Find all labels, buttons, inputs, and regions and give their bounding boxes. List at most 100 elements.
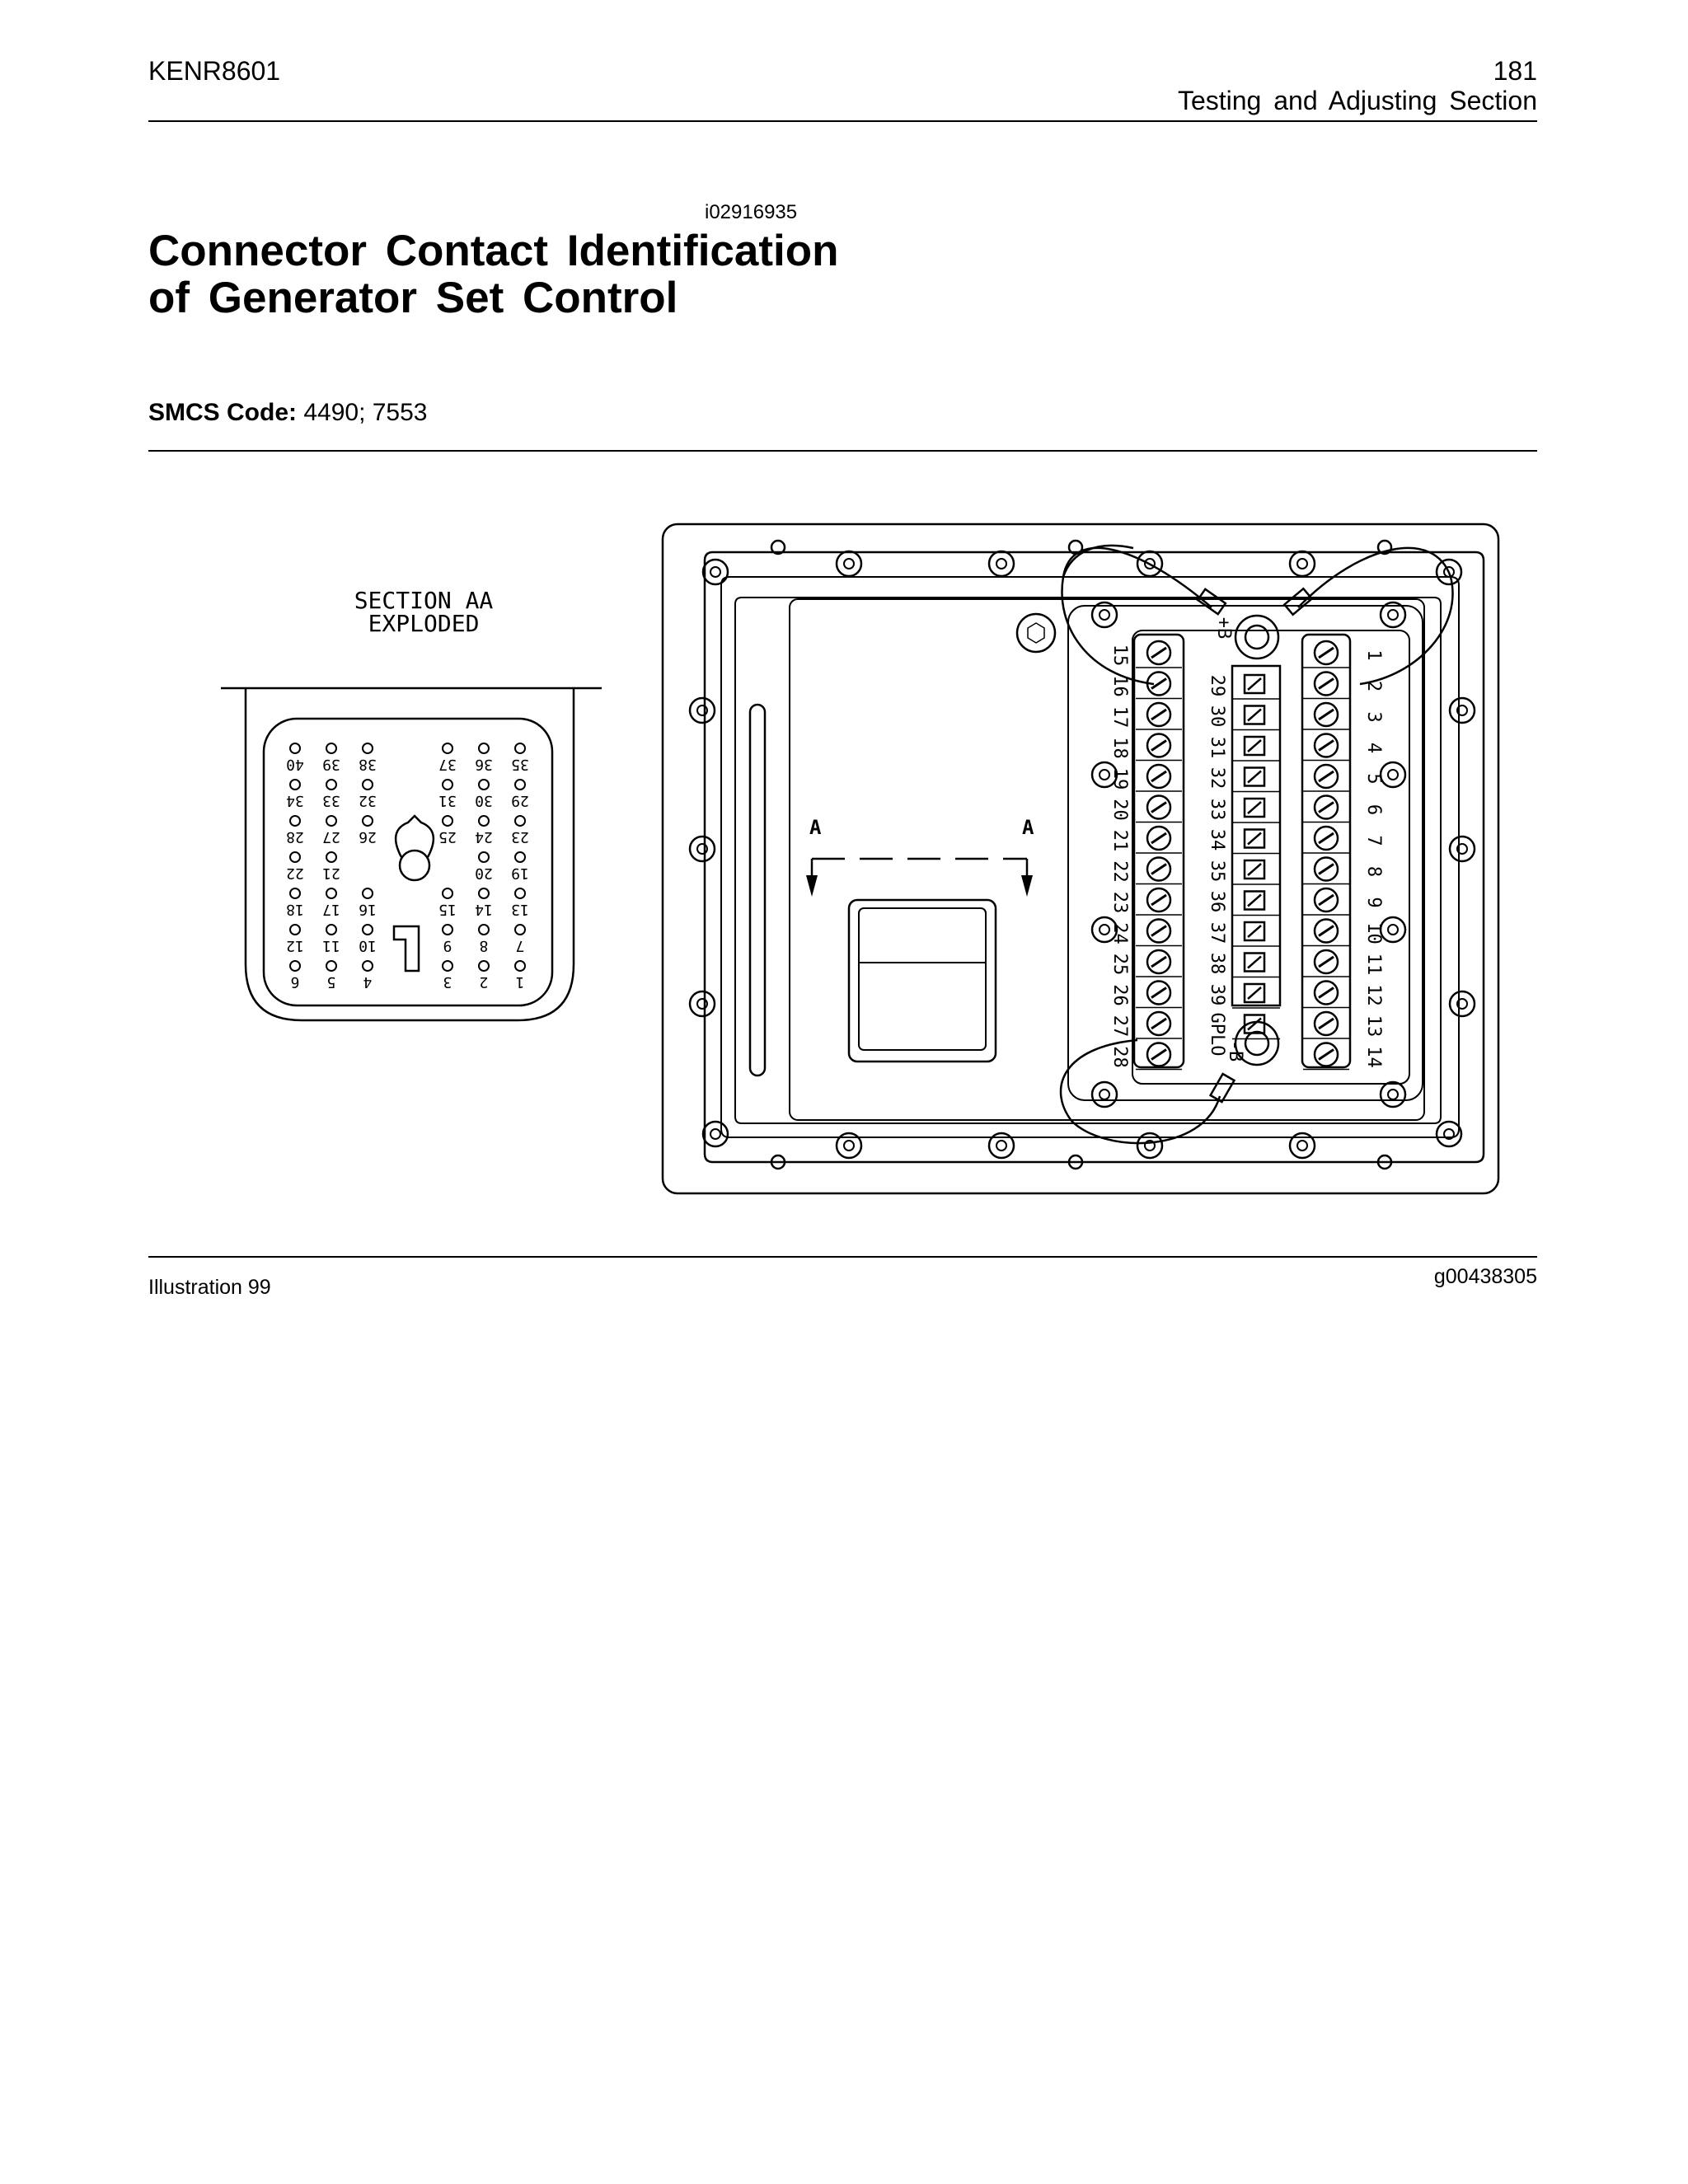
pin-hole [514,815,526,827]
terminal-label-right: 4 [1363,743,1384,753]
positive-stud [1234,614,1280,660]
terminal-contact [1243,859,1266,880]
pin-hole [362,888,373,899]
mount-hole [770,539,786,555]
terminal-label-left: 23 [1109,892,1130,914]
pin-hole [514,924,526,935]
section-sublabel: EXPLODED [368,610,480,637]
pin-hole [514,960,526,972]
terminal-label-right: 6 [1363,804,1384,815]
bolt [1136,550,1164,578]
pin-hole [289,888,301,899]
bolt [1090,601,1118,629]
header-rule [148,120,1537,122]
bolt [688,835,716,863]
bolt [835,1132,863,1160]
pin-hole [326,888,337,899]
pin-label: 34 [286,792,304,809]
mount-hole [1067,1154,1084,1170]
bolt [1090,916,1118,944]
terminal-label-left: 26 [1109,984,1130,1006]
pin-hole [289,960,301,972]
section-label: SECTION AA [354,587,494,614]
terminal-label-left: 25 [1109,954,1130,976]
pin-label: 5 [327,973,336,991]
pin-label: 31 [438,792,457,809]
terminal-screw [1146,701,1172,728]
smcs-label: SMCS Code: [148,399,297,426]
terminal-screw [1146,825,1172,851]
terminal-contact [1243,766,1266,787]
terminal-label-right: 8 [1363,866,1384,877]
terminal-screw [1313,825,1339,851]
terminal-screw [1146,856,1172,882]
pin-label: 27 [322,828,340,846]
pin-label: 10 [359,937,377,954]
pin-hole [326,960,337,972]
terminal-label-left: 27 [1109,1015,1130,1038]
pin-hole [442,924,453,935]
terminal-contact [1243,921,1266,942]
pin-label: 23 [511,828,529,846]
pin-label: 16 [359,901,377,918]
pin-label: 21 [322,865,340,882]
pin-hole [326,779,337,790]
terminal-screw [1313,980,1339,1005]
terminal-screw [1146,1042,1172,1067]
terminal-label-right: 3 [1363,711,1384,722]
terminal-label-middle: 36 [1207,891,1227,913]
page-number: 181 [1493,56,1537,86]
terminal-screw [1146,1010,1172,1037]
pin-label: 17 [322,901,340,918]
terminal-label-middle: 35 [1207,860,1227,883]
terminal-screw [1313,794,1339,820]
pin-hole [514,779,526,790]
pin-label: 40 [286,756,304,773]
pin-hole [362,779,373,790]
pin-label: 19 [511,865,529,882]
terminal-contact [1243,797,1266,818]
terminal-block-middle [1231,664,1282,1007]
pin-hole [514,851,526,863]
terminal-label-right: 12 [1363,984,1384,1006]
terminal-screw [1313,701,1339,728]
terminal-contact [1243,890,1266,911]
pin-hole [514,743,526,754]
bolt [1379,601,1407,629]
pin-hole [289,779,301,790]
terminal-label-middle: 31 [1207,737,1227,759]
pin-hole [442,815,453,827]
pin-hole [289,924,301,935]
pin-label: 11 [322,937,340,954]
terminal-label-right: 7 [1363,835,1384,846]
terminal-screw [1146,733,1172,758]
terminal-screw [1146,887,1172,913]
jumper-wire [1297,546,1454,686]
terminal-screw [1313,949,1339,975]
graphic-id: g00438305 [1433,1265,1537,1288]
pin-label: 1 [516,973,525,991]
connector-key [394,814,435,858]
pin-hole [326,815,337,827]
bolt [688,990,716,1018]
cut-label-right: A [1022,816,1034,839]
terminal-label-middle: 37 [1207,922,1227,944]
pin-label: 30 [475,792,493,809]
pin-label: 20 [475,865,493,882]
connector-face [262,717,554,1007]
bolt [1435,1120,1463,1148]
pin-hole [326,924,337,935]
pin-label: 36 [475,756,493,773]
terminal-screw [1146,763,1172,790]
illustration-number: Illustration 99 [148,1276,271,1299]
terminal-contact [1243,828,1266,849]
pin-hole [442,960,453,972]
pin-label: 6 [291,973,300,991]
pin-label: 8 [480,937,489,954]
terminal-label-right: 14 [1363,1046,1384,1068]
terminal-label-right: 5 [1363,773,1384,784]
terminal-label-left: 16 [1109,675,1130,697]
title-rule [148,450,1537,452]
